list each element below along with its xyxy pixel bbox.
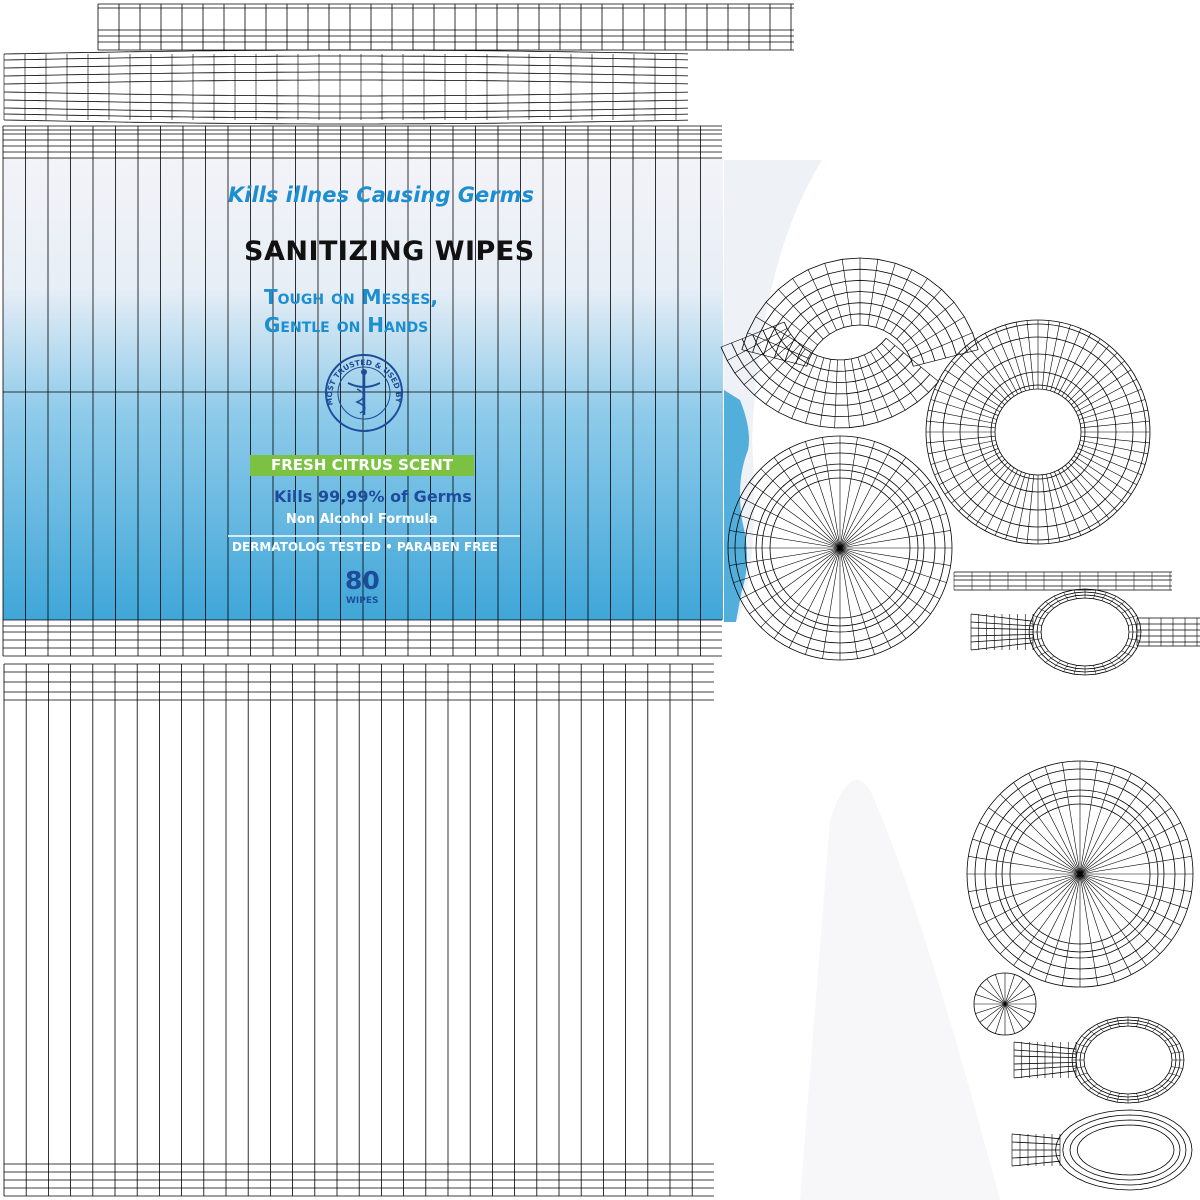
- label-mesh: [2, 125, 722, 657]
- arc-piece-lower: [720, 321, 939, 429]
- bleed-shape-bottom: [800, 780, 1000, 1200]
- thin-strip-mesh: [953, 571, 1172, 591]
- arc-piece-upper: [741, 257, 979, 367]
- disc-small-mesh: [973, 972, 1037, 1036]
- disc-bottom-mesh: [966, 760, 1194, 988]
- hospital-seal-icon: [325, 354, 403, 432]
- bleed-shape-right: [724, 160, 822, 620]
- wavy-band-mesh: [3, 49, 689, 125]
- top-strip-mesh: [97, 3, 794, 51]
- disc-lid-mesh: [727, 435, 953, 661]
- disc-ring-mesh: [925, 319, 1151, 545]
- body-mesh: [3, 663, 714, 1197]
- hinge-piece-3: [1011, 1109, 1193, 1191]
- hinge-piece-1: [970, 588, 1200, 676]
- hinge-piece-2: [1013, 1016, 1185, 1104]
